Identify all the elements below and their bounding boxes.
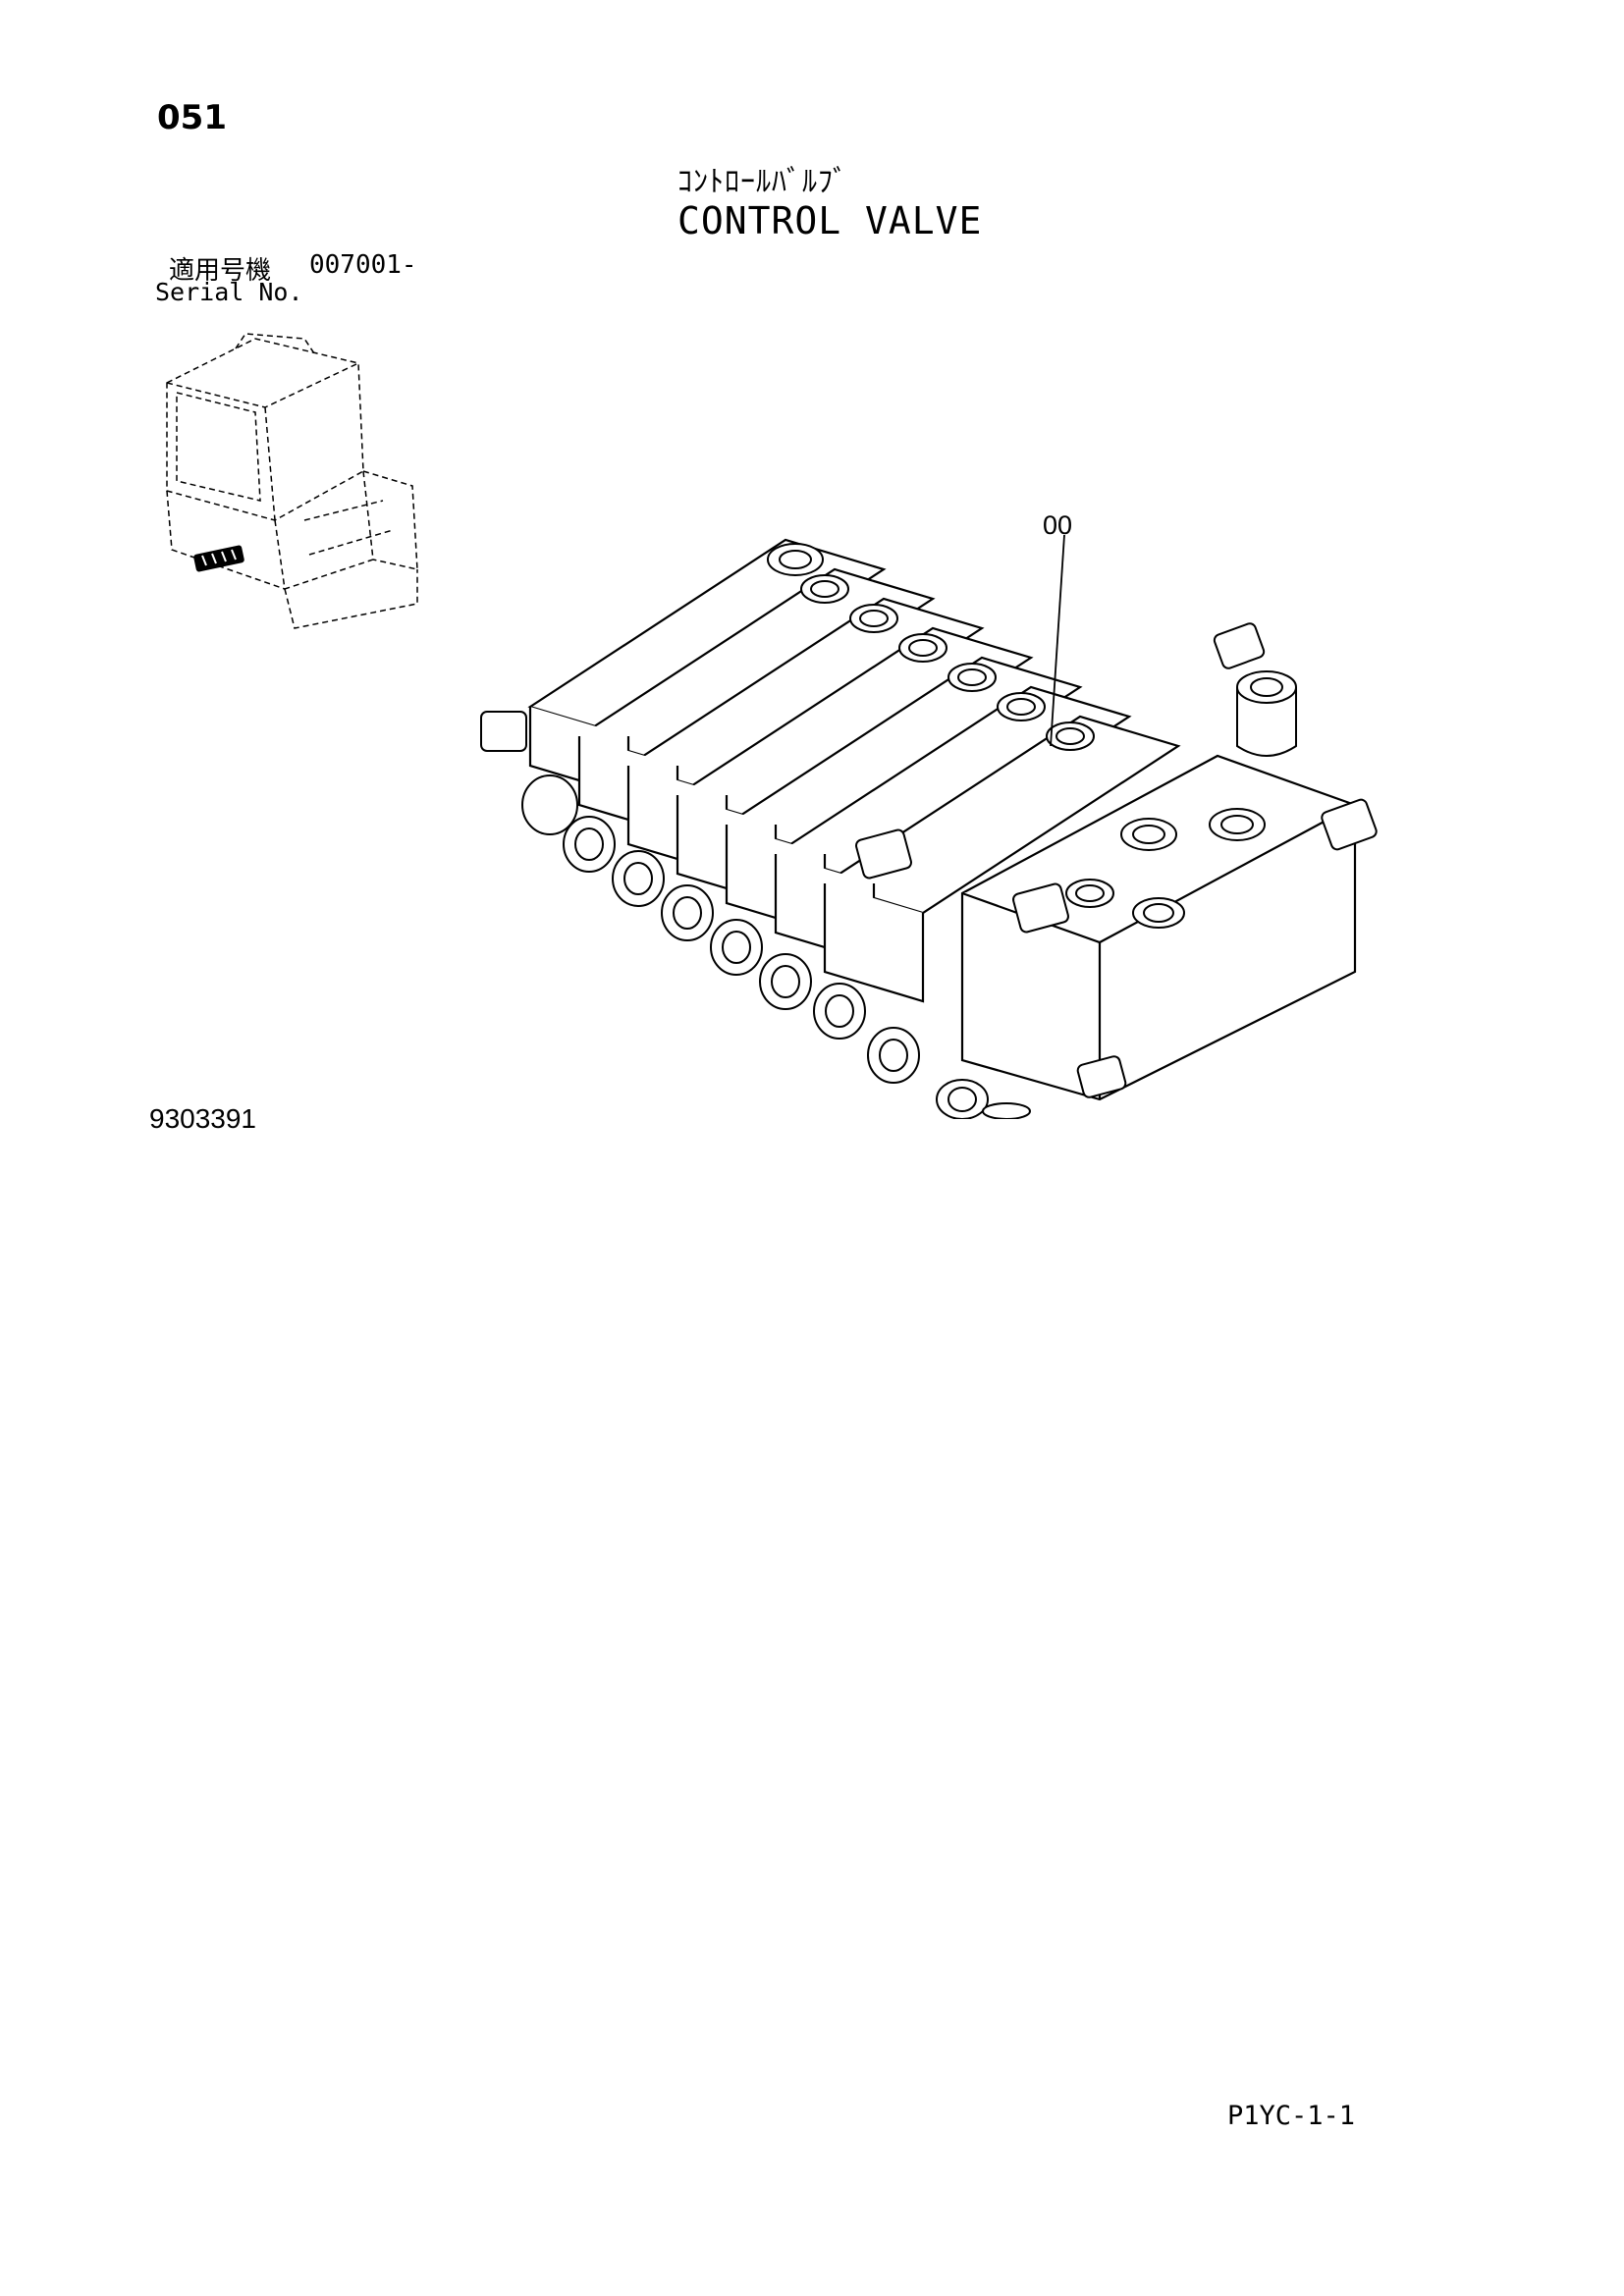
control-valve-illustration (480, 534, 1378, 1119)
drawing-code: 9303391 (149, 1103, 257, 1134)
page-code: P1YC-1-1 (1227, 2101, 1356, 2131)
serial-label-japanese: 適用号機 (169, 256, 272, 286)
title-japanese: ｺﾝﾄﾛｰﾙﾊﾞﾙﾌﾞ (677, 165, 848, 199)
serial-label-english: Serial No. (155, 278, 303, 306)
title-english: CONTROL VALVE (677, 199, 983, 242)
excavator-cab-locator-icon (166, 333, 418, 629)
serial-number-range: 007001- (309, 250, 417, 280)
page-number: 051 (157, 98, 227, 137)
callout-label: 00 (1043, 510, 1073, 540)
